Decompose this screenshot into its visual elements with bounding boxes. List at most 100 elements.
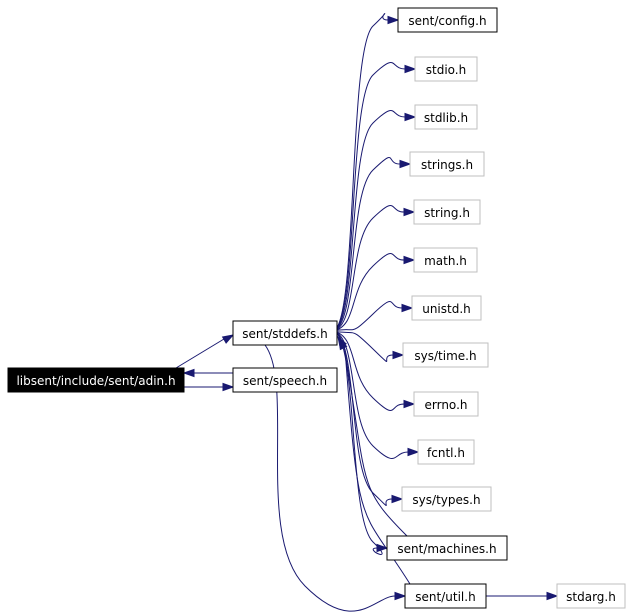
node-label: sys/types.h [412, 493, 480, 507]
edge-line [332, 330, 394, 362]
node-label: strings.h [421, 158, 473, 172]
edge-stddefs-to-machines [332, 330, 389, 555]
edge-line [332, 13, 389, 332]
node-box [409, 151, 485, 177]
node-label: stdlib.h [424, 111, 468, 125]
node-label: fcntl.h [427, 446, 465, 460]
node-adin[interactable]: libsent/include/sent/adin.h [7, 367, 185, 393]
node-box [232, 367, 338, 393]
edge-line [332, 110, 406, 332]
node-label: sent/speech.h [243, 374, 327, 388]
node-stdio[interactable]: stdio.h [414, 56, 478, 82]
edge-stddefs-to-util [264, 344, 407, 612]
edge-arrowhead [407, 447, 420, 457]
node-box [386, 535, 508, 561]
node-label: sys/time.h [414, 349, 476, 363]
edge-arrowhead [403, 255, 416, 265]
node-strings[interactable]: strings.h [409, 151, 485, 177]
edge-line [332, 330, 405, 411]
node-box [411, 295, 482, 321]
edge-line [343, 345, 408, 537]
node-machines[interactable]: sent/machines.h [386, 535, 508, 561]
edge-line [332, 301, 403, 332]
edge-adin-to-stddefs [175, 334, 235, 369]
node-label: errno.h [425, 398, 468, 412]
edge-arrowhead [182, 368, 195, 378]
node-math[interactable]: math.h [413, 247, 478, 273]
edge-arrowhead [392, 350, 405, 360]
node-fcntl[interactable]: fcntl.h [417, 439, 475, 465]
edge-stddefs-to-math [332, 253, 416, 332]
edge-line [332, 330, 409, 459]
edge-adin-to-speech [184, 382, 235, 392]
edge-line [332, 62, 406, 332]
node-label: sent/machines.h [397, 542, 496, 556]
node-label: libsent/include/sent/adin.h [16, 374, 175, 388]
edge-arrowhead [222, 382, 235, 392]
node-config[interactable]: sent/config.h [397, 7, 498, 33]
node-box [413, 391, 479, 417]
edge-arrowhead [394, 591, 407, 601]
edge-stddefs-to-fcntl [332, 330, 420, 459]
node-string[interactable]: string.h [413, 199, 481, 225]
node-stdlib[interactable]: stdlib.h [414, 104, 478, 130]
edge-arrowhead [401, 303, 414, 313]
edge-line [175, 338, 225, 369]
node-box [413, 247, 478, 273]
edge-arrowhead [404, 112, 417, 122]
node-box [7, 367, 185, 393]
node-systypes[interactable]: sys/types.h [401, 486, 492, 512]
node-label: stdarg.h [566, 590, 616, 604]
edge-arrowhead [391, 494, 404, 504]
node-errno[interactable]: errno.h [413, 391, 479, 417]
edge-arrowhead [376, 543, 389, 553]
node-label: stdio.h [426, 63, 466, 77]
edge-line [332, 157, 401, 332]
edge-arrowhead [404, 64, 417, 74]
node-systime[interactable]: sys/time.h [402, 342, 489, 368]
edge-line [332, 253, 405, 332]
edge-arrowhead [338, 337, 348, 351]
node-box [232, 320, 338, 346]
edge-util-to-stdarg [486, 591, 559, 601]
edge-stddefs-to-unistd [332, 301, 414, 332]
node-box [417, 439, 475, 465]
node-label: string.h [424, 206, 470, 220]
edge-stddefs-to-stdio [332, 62, 417, 332]
node-box [556, 583, 626, 609]
node-speech[interactable]: sent/speech.h [232, 367, 338, 393]
node-label: math.h [424, 254, 467, 268]
node-stddefs[interactable]: sent/stddefs.h [232, 320, 338, 346]
edge-arrowhead [387, 15, 400, 25]
edge-stddefs-to-stdlib [332, 110, 417, 332]
node-label: sent/stddefs.h [242, 327, 327, 341]
node-util[interactable]: sent/util.h [404, 583, 487, 609]
node-layer: libsent/include/sent/adin.h sent/stddefs.… [7, 7, 626, 609]
edge-arrowhead [399, 159, 412, 169]
node-box [414, 56, 478, 82]
node-box [397, 7, 498, 33]
edge-stddefs-to-config [332, 13, 400, 332]
node-label: sent/util.h [415, 590, 475, 604]
edge-line [332, 205, 405, 332]
edge-stddefs-to-systime [332, 330, 405, 362]
node-label: unistd.h [422, 302, 471, 316]
edge-layer [175, 13, 559, 612]
edge-speech-to-stddefs [182, 368, 233, 378]
node-box [414, 104, 478, 130]
node-stdarg[interactable]: stdarg.h [556, 583, 626, 609]
node-box [404, 583, 487, 609]
node-box [413, 199, 481, 225]
edge-stddefs-to-systypes [332, 330, 404, 506]
edge-stddefs-to-string [332, 205, 416, 332]
edge-arrowhead [546, 591, 559, 601]
edge-arrowhead [221, 334, 235, 344]
node-label: sent/config.h [408, 14, 486, 28]
node-box [401, 486, 492, 512]
node-unistd[interactable]: unistd.h [411, 295, 482, 321]
edge-line [332, 330, 393, 506]
node-box [402, 342, 489, 368]
edge-stddefs-to-errno [332, 330, 416, 411]
edge-line [264, 344, 396, 612]
